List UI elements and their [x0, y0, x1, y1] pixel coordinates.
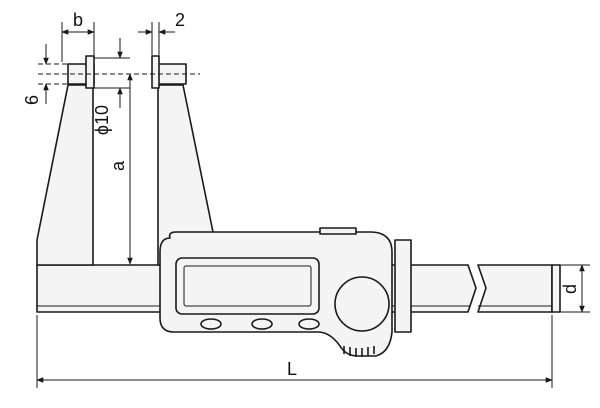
label-6: 6: [22, 95, 42, 105]
label-phi10: ϕ10: [92, 105, 112, 135]
dimension-a: a: [108, 73, 133, 265]
label-2: 2: [175, 10, 185, 30]
middle-button: [251, 318, 273, 330]
label-b: b: [73, 10, 83, 30]
dimension-L: L: [36, 315, 553, 388]
dimension-b: b: [61, 10, 95, 62]
dimension-d: d: [556, 264, 590, 313]
right-button: [298, 318, 320, 330]
thumb-wheel: [334, 276, 390, 332]
left-button: [200, 318, 222, 330]
label-L: L: [287, 359, 297, 379]
dimension-phi10: ϕ10: [92, 38, 130, 135]
label-d: d: [560, 284, 580, 294]
dimension-2: 2: [138, 10, 185, 56]
label-a: a: [108, 160, 128, 171]
dimension-6: 6: [22, 44, 200, 105]
sliding-jaw: [151, 55, 214, 266]
display-body: [159, 227, 412, 357]
